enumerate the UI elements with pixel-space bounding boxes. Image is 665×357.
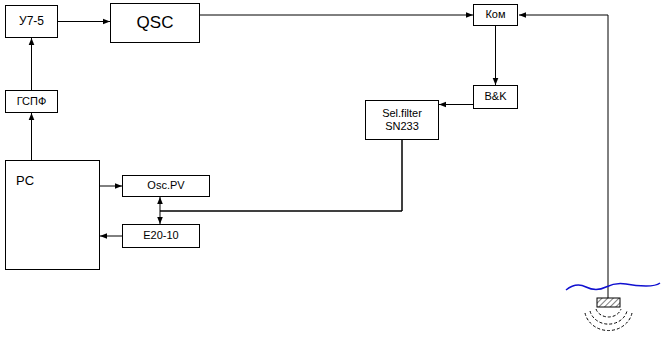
box-label: У7-5 xyxy=(19,14,44,28)
signal-arrow xyxy=(58,21,110,22)
signal-arrow xyxy=(495,26,496,85)
sound-wave xyxy=(590,311,627,324)
process-box: Osc.PV xyxy=(122,175,210,197)
process-box: PC xyxy=(5,160,100,270)
box-label: E20-10 xyxy=(143,229,178,242)
signal-arrow xyxy=(31,38,32,90)
box-label: B&K xyxy=(484,90,506,103)
process-box: Sel.filter SN233 xyxy=(365,100,439,140)
sound-wave xyxy=(596,309,621,317)
transducer-cable xyxy=(519,15,608,298)
signal-arrow xyxy=(439,104,473,105)
process-box: QSC xyxy=(110,3,200,43)
process-box: Ком xyxy=(473,4,518,26)
water-surface xyxy=(566,283,660,290)
signal-arrow xyxy=(100,186,122,187)
transducer-symbol xyxy=(597,298,620,307)
box-label: Osc.PV xyxy=(147,179,184,192)
box-label: ГСПФ xyxy=(17,95,47,108)
box-label: Ком xyxy=(485,8,505,21)
process-box: У7-5 xyxy=(5,5,58,38)
signal-arrow xyxy=(100,236,122,237)
sound-wave xyxy=(585,313,632,331)
process-box: B&K xyxy=(473,85,518,109)
box-label: QSC xyxy=(137,13,174,33)
signal-arrow xyxy=(200,15,473,16)
box-label: Sel.filter SN233 xyxy=(366,107,438,133)
box-label: PC xyxy=(16,173,34,189)
signal-arrow xyxy=(31,113,32,160)
process-box: E20-10 xyxy=(122,224,200,248)
process-box: ГСПФ xyxy=(5,90,58,113)
